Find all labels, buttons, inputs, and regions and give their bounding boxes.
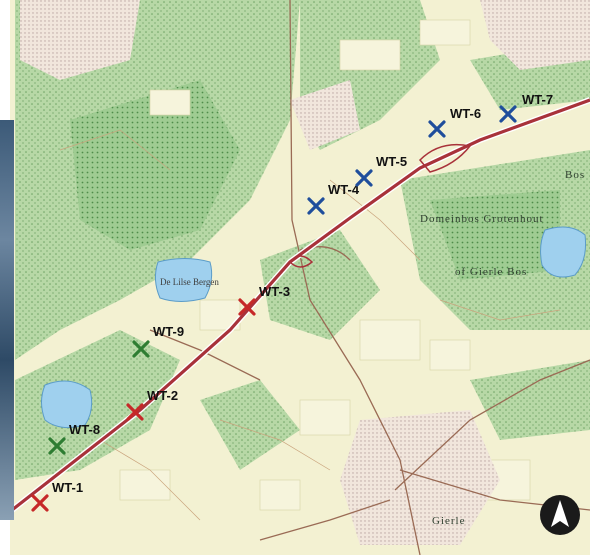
turbine-marker-wt-4[interactable]: WT-4: [307, 182, 360, 215]
label-lilse-bergen: De Lilse Bergen: [160, 277, 219, 287]
turbine-marker-wt-7[interactable]: WT-7: [499, 92, 553, 123]
left-edge-strip: [0, 120, 14, 520]
water-bodies: [41, 226, 586, 429]
marker-label: WT-4: [328, 182, 360, 197]
label-bos: Bos: [565, 169, 585, 181]
turbine-marker-wt-3[interactable]: WT-3: [238, 284, 290, 316]
marker-cross-stroke: [31, 494, 49, 512]
turbine-marker-wt-6[interactable]: WT-6: [428, 106, 481, 138]
secondary-roads: [149, 0, 590, 555]
marker-cross-stroke: [499, 105, 517, 123]
turbine-marker-wt-2[interactable]: WT-2: [126, 388, 178, 421]
label-domeinbos: Domeinbos Grotenhout: [420, 213, 544, 225]
town-areas: [20, 0, 590, 545]
place-labels: Domeinbos Grotenhout of Gierle Bos Bos D…: [160, 169, 585, 527]
north-arrow-icon: [540, 495, 580, 535]
turbine-marker-wt-8[interactable]: WT-8: [48, 422, 100, 455]
label-gierle: Gierle: [432, 515, 465, 527]
turbine-marker-wt-1[interactable]: WT-1: [31, 480, 83, 512]
marker-label: WT-2: [147, 388, 178, 403]
marker-cross-stroke: [428, 120, 446, 138]
lake-east: [540, 226, 586, 278]
marker-label: WT-8: [69, 422, 100, 437]
marker-label: WT-6: [450, 106, 481, 121]
lake-west: [41, 380, 93, 429]
turbine-markers: WT-1 WT-2 WT-3 WT-4 WT-5 WT-6 WT-7WT-8 WT-9: [31, 92, 553, 512]
marker-cross-stroke: [48, 437, 66, 455]
marker-cross-stroke: [132, 340, 150, 358]
turbine-marker-wt-5[interactable]: WT-5: [355, 154, 407, 187]
marker-label: WT-9: [153, 324, 184, 339]
compass-arrow: [551, 500, 569, 527]
label-gierle-bos: of Gierle Bos: [455, 266, 527, 278]
lake-lilse-bergen: [154, 258, 213, 302]
marker-cross-stroke: [126, 403, 144, 421]
marker-cross-stroke: [307, 197, 325, 215]
marker-label: WT-1: [52, 480, 83, 495]
motorway: [10, 97, 590, 513]
minor-paths: [59, 129, 561, 521]
marker-cross-stroke: [355, 169, 373, 187]
forest-areas: [15, 0, 590, 480]
marker-label: WT-7: [522, 92, 553, 107]
turbine-marker-wt-9[interactable]: WT-9: [132, 324, 184, 358]
marker-label: WT-5: [376, 154, 407, 169]
marker-label: WT-3: [259, 284, 290, 299]
marker-cross-stroke: [238, 298, 256, 316]
